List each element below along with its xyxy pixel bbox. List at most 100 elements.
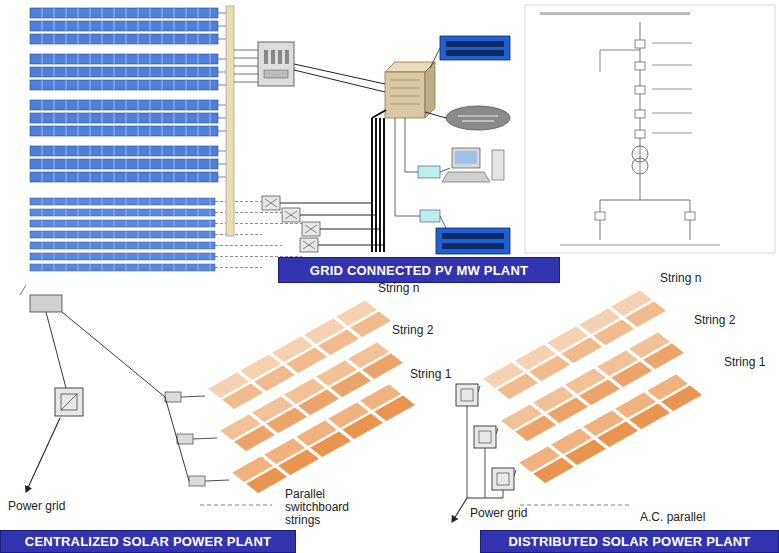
module-divider (54, 220, 55, 227)
module-divider (150, 242, 151, 249)
solar-panel (547, 326, 589, 353)
module-divider (150, 100, 151, 110)
ac-cable (425, 112, 446, 118)
module-divider (126, 220, 127, 227)
string-switch (189, 476, 205, 486)
string-wire (205, 480, 229, 481)
string-wire (218, 39, 226, 40)
transformer-symbol (632, 146, 648, 162)
module-divider (90, 67, 91, 77)
module-divider (102, 231, 103, 238)
modem-box (420, 210, 440, 222)
solar-panel (272, 336, 314, 363)
string-wire (218, 164, 226, 165)
module-divider (198, 34, 199, 44)
string-wire (218, 118, 226, 119)
module-divider (66, 8, 67, 18)
title-band: CENTRALIZED SOLAR POWER PLANT (0, 530, 296, 553)
module-divider (138, 172, 139, 182)
string-wire (218, 105, 226, 106)
module-divider (150, 172, 151, 182)
module-divider (174, 209, 175, 216)
module-divider (174, 34, 175, 44)
module-divider (138, 113, 139, 123)
breaker-symbol (635, 130, 645, 138)
solar-panel (579, 308, 621, 335)
dc-cable (280, 203, 372, 204)
module-divider (102, 80, 103, 90)
transformer-symbol (632, 158, 648, 174)
module-divider (42, 146, 43, 156)
module-divider (54, 253, 55, 260)
module-divider (198, 67, 199, 77)
module-divider (174, 198, 175, 205)
module-divider (102, 34, 103, 44)
box-cross (305, 225, 317, 233)
module-divider (138, 146, 139, 156)
string-wire (218, 151, 226, 152)
module-divider (54, 264, 55, 271)
module-divider (210, 209, 211, 216)
module-divider (210, 21, 211, 31)
string-wire (215, 212, 282, 213)
module-divider (42, 8, 43, 18)
string-wire (218, 177, 226, 178)
module-divider (174, 220, 175, 227)
module-divider (114, 242, 115, 249)
data-cable (430, 48, 440, 68)
module-divider (150, 253, 151, 260)
module-divider (162, 21, 163, 31)
module-divider (78, 100, 79, 110)
junction-box (282, 208, 300, 222)
module-divider (198, 231, 199, 238)
drawing-label: String 1 (410, 368, 451, 381)
display-digits (442, 233, 504, 239)
module-divider (198, 21, 199, 31)
module-divider (114, 100, 115, 110)
module-divider (90, 34, 91, 44)
module-divider (186, 172, 187, 182)
module-divider (210, 159, 211, 169)
solar-panel (208, 372, 250, 399)
module-divider (66, 242, 67, 249)
module-divider (174, 264, 175, 271)
module-divider (210, 54, 211, 64)
main-cable (371, 118, 373, 252)
data-cable (440, 168, 450, 172)
module-divider (54, 126, 55, 136)
module-divider (210, 80, 211, 90)
module-divider (198, 264, 199, 271)
boundary-line (200, 505, 272, 506)
module-divider (114, 21, 115, 31)
module-divider (210, 34, 211, 44)
pv-string-bar (30, 113, 218, 123)
solar-panel (629, 332, 671, 359)
junction-box (302, 222, 320, 236)
module-divider (126, 8, 127, 18)
inverter-detail (497, 473, 509, 485)
pv-string-bar (30, 264, 215, 271)
module-divider (102, 264, 103, 271)
string-inverter (456, 384, 478, 406)
module-divider (42, 126, 43, 136)
module-divider (90, 100, 91, 110)
module-divider (66, 126, 67, 136)
string-switch (177, 434, 193, 444)
module-divider (126, 126, 127, 136)
module-divider (150, 80, 151, 90)
pv-string-bar (30, 34, 218, 44)
data-cable (405, 118, 418, 172)
module-divider (78, 231, 79, 238)
module-divider (162, 264, 163, 271)
oval-detail (462, 121, 494, 122)
inverter-detail (461, 389, 473, 401)
main-cable (379, 118, 381, 252)
solar-panel (551, 428, 593, 455)
fuse-symbol (271, 50, 275, 64)
faint-heading (540, 12, 690, 15)
fuse-symbol (264, 50, 268, 64)
module-divider (162, 231, 163, 238)
module-divider (150, 209, 151, 216)
module-divider (114, 159, 115, 169)
string-wire (215, 245, 282, 246)
